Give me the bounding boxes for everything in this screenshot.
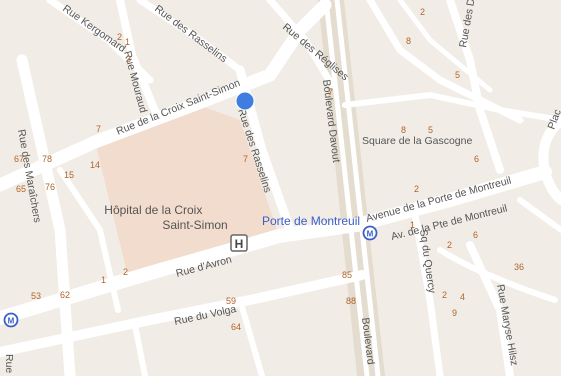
- road-right-diagonal: [517, 197, 561, 233]
- hospital-name-line2: Saint-Simon: [162, 218, 227, 232]
- house-number: 88: [346, 296, 356, 306]
- house-number: 62: [60, 290, 70, 300]
- house-number: 9: [452, 308, 457, 318]
- road-regises: [266, 0, 336, 89]
- hospital-area[interactable]: [95, 104, 279, 273]
- house-number: 7: [96, 124, 101, 134]
- house-number: 2: [420, 7, 425, 17]
- road-upper-right-4: [397, 0, 493, 93]
- metro-icon-left[interactable]: M: [3, 312, 19, 328]
- house-number: 7: [243, 154, 248, 164]
- hospital-name-label[interactable]: Hôpital de la Croix Saint-Simon: [104, 203, 227, 232]
- road-east-curve: [437, 247, 558, 303]
- house-number: 2: [414, 184, 419, 194]
- hospital-name-line1: Hôpital de la Croix: [104, 203, 202, 217]
- house-number: 2: [117, 32, 122, 42]
- house-number: 2: [442, 290, 447, 300]
- road-kergomard: [46, 0, 154, 84]
- hospital-icon[interactable]: H: [230, 234, 248, 252]
- road-davout-west: [323, 0, 370, 379]
- house-number: 8: [406, 36, 411, 46]
- house-number: 53: [31, 291, 41, 301]
- metro-station-label[interactable]: Porte de Montreuil: [262, 214, 360, 228]
- house-number: 5: [455, 70, 460, 80]
- house-number: 76: [45, 182, 55, 192]
- road-upper-right-2: [366, 0, 524, 124]
- house-numbers: 2 1 3 2 7 7 14 78 76 67 65 15 2 1 62 53 …: [14, 7, 524, 332]
- road-avron: [0, 218, 364, 325]
- road-volga: [0, 270, 367, 357]
- label-place: Plac: [546, 108, 561, 131]
- house-number: 36: [514, 262, 524, 272]
- road-maryse-hilsz: [466, 241, 514, 380]
- house-number: 1: [101, 275, 106, 285]
- metro-icon-left-letter: M: [8, 317, 15, 326]
- label-boulevard-bottom: Boulevard: [359, 317, 377, 366]
- road-lower-small-1: [132, 322, 148, 379]
- house-number: 59: [226, 296, 236, 306]
- road-porte-montreuil: [350, 165, 552, 232]
- house-number: 64: [231, 322, 241, 332]
- house-number: 85: [342, 270, 352, 280]
- house-number: 6: [473, 230, 478, 240]
- house-number: 6: [474, 154, 479, 164]
- house-number: 5: [428, 125, 433, 135]
- road-mouraud: [116, 0, 162, 122]
- house-number: 1: [410, 220, 415, 230]
- road-croix-saint-simon: [0, 0, 332, 192]
- road-upper-right-3: [342, 91, 561, 123]
- house-number: 2: [123, 267, 128, 277]
- metro-icon-letter: M: [367, 230, 374, 239]
- road-upper-right-1: [446, 0, 504, 174]
- house-number: 14: [90, 160, 100, 170]
- house-number: 7: [328, 87, 333, 97]
- label-rue-left-edge: Rue: [3, 354, 15, 373]
- road-quercy: [411, 211, 444, 380]
- location-pin-icon[interactable]: [235, 91, 255, 111]
- road-rasselins-top: [136, 0, 244, 74]
- hospital-icon-letter: H: [235, 237, 244, 251]
- road-roundabout: [538, 115, 561, 205]
- house-number: 78: [42, 154, 52, 164]
- house-number: 3: [126, 54, 131, 64]
- house-number: 65: [16, 184, 26, 194]
- house-number: 8: [401, 125, 406, 135]
- house-number: 1: [125, 37, 130, 47]
- house-number: 67: [14, 154, 24, 164]
- house-number: 2: [447, 240, 452, 250]
- metro-icon[interactable]: M: [362, 225, 378, 241]
- house-number: 4: [460, 292, 465, 302]
- square-gascogne-label[interactable]: Square de la Gascogne: [362, 135, 472, 147]
- road-davout-east: [334, 0, 381, 379]
- house-number: 15: [64, 170, 74, 180]
- road-lower-small-2: [237, 297, 265, 379]
